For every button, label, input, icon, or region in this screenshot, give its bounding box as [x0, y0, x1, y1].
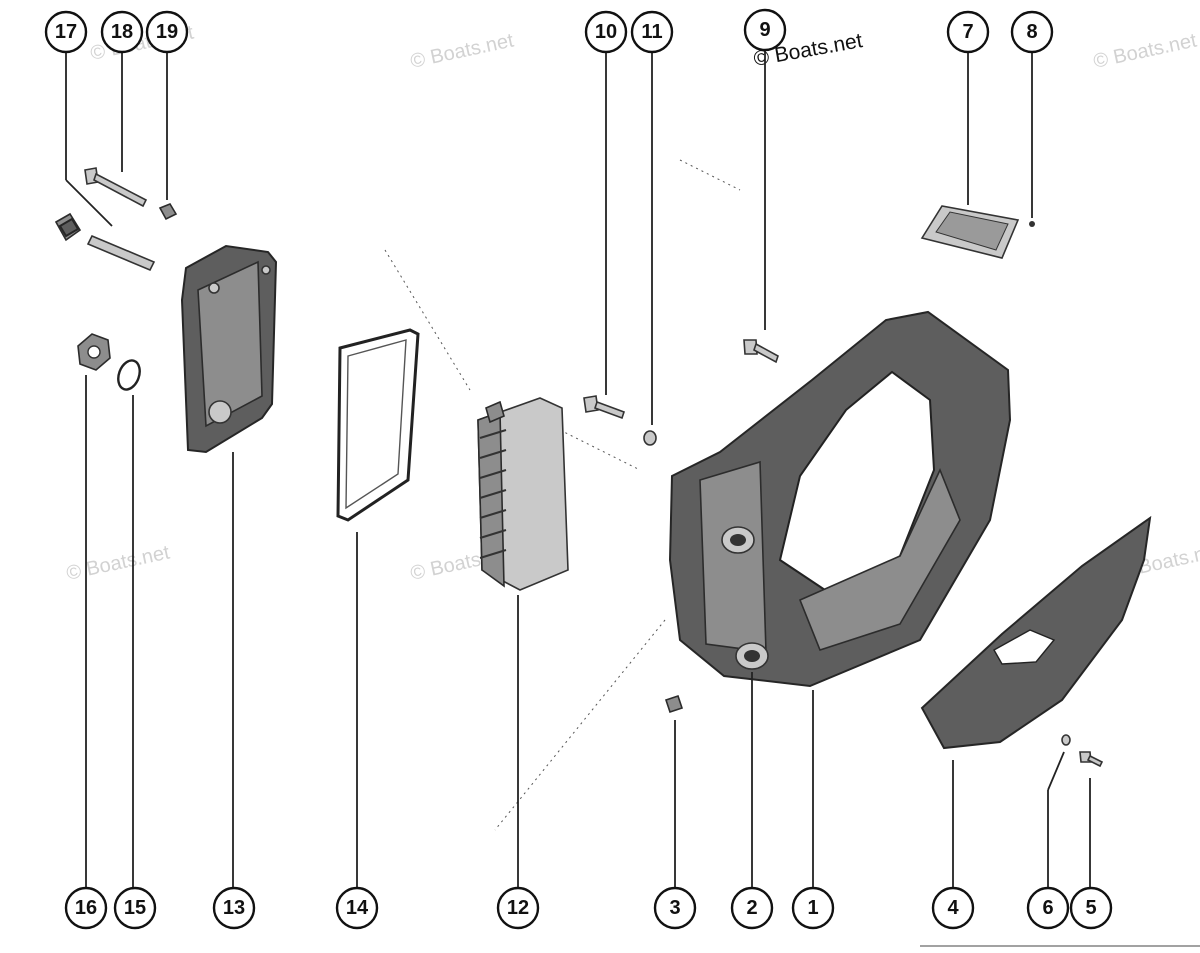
callout-15: 15: [113, 886, 157, 930]
callout-5: 5: [1069, 886, 1113, 930]
leader-lines: [65, 50, 1091, 890]
part-5-screw: [1079, 751, 1104, 768]
part-10-bolt: [583, 395, 626, 420]
callout-2: 2: [730, 886, 774, 930]
part-17-fitting: [54, 212, 82, 242]
callout-19: 19: [145, 10, 189, 54]
callout-7: 7: [946, 10, 990, 54]
part-15-o-ring: [117, 359, 141, 391]
callout-label: 19: [156, 21, 178, 43]
callout-label: 5: [1085, 897, 1096, 919]
callout-label: 11: [641, 21, 662, 43]
part-8-screw: [1029, 221, 1035, 227]
callout-17: 17: [44, 10, 88, 54]
part-17-pin: [86, 234, 156, 272]
watermark-top-right: © Boats.net: [1091, 29, 1199, 72]
callout-label: 13: [223, 897, 245, 919]
callout-3: 3: [653, 886, 697, 930]
callout-label: 18: [111, 21, 133, 43]
callout-13: 13: [212, 886, 256, 930]
callout-18: 18: [100, 10, 144, 54]
callout-label: 14: [346, 897, 369, 919]
assembly-guides: [384, 159, 741, 831]
callout-16: 16: [64, 886, 108, 930]
part-18-bolt: [84, 167, 148, 208]
part-7-decal-plate: [920, 205, 1020, 259]
part-16-hex-nut: [77, 333, 111, 371]
part-13-cover-plate: [180, 244, 278, 454]
callout-14: 14: [335, 886, 379, 930]
watermark-top-center: © Boats.net: [408, 29, 516, 72]
callout-9: 9: [743, 8, 787, 52]
callout-label: 9: [759, 19, 770, 41]
upper-fitting: [721, 526, 755, 554]
callout-label: 6: [1042, 897, 1053, 919]
callout-label: 2: [746, 897, 757, 919]
part-3-plug: [664, 694, 684, 714]
callout-10: 10: [584, 10, 628, 54]
part-14-gasket: [336, 328, 420, 522]
callout-label: 8: [1026, 21, 1037, 43]
callout-12: 12: [496, 886, 540, 930]
callout-label: 10: [595, 21, 617, 43]
callout-label: 4: [947, 897, 959, 919]
callout-8: 8: [1010, 10, 1054, 54]
part-9-bolt: [743, 339, 779, 364]
part-1-housing: [668, 310, 1012, 688]
part-12-oil-cooler: [477, 397, 569, 591]
callout-label: 7: [962, 21, 973, 43]
part-19-nut: [158, 203, 178, 221]
callout-label: 17: [55, 21, 77, 43]
callout-6: 6: [1026, 886, 1070, 930]
part-6-washer: [1061, 734, 1071, 746]
callout-4: 4: [931, 886, 975, 930]
callout-11: 11: [630, 10, 674, 54]
callouts: 17 18 19 10 11 9 7 8 16 15 13 14 12 3 2 …: [44, 8, 1113, 930]
callout-label: 12: [507, 897, 529, 919]
watermark-mid-left: © Boats.net: [64, 541, 172, 584]
callout-label: 15: [124, 897, 146, 919]
part-11-washer: [643, 430, 657, 446]
callout-label: 16: [75, 897, 97, 919]
callout-label: 1: [807, 897, 818, 919]
callout-1: 1: [791, 886, 835, 930]
part-2-fitting: [735, 642, 769, 670]
callout-label: 3: [669, 897, 680, 919]
part-4-cover: [920, 515, 1152, 750]
